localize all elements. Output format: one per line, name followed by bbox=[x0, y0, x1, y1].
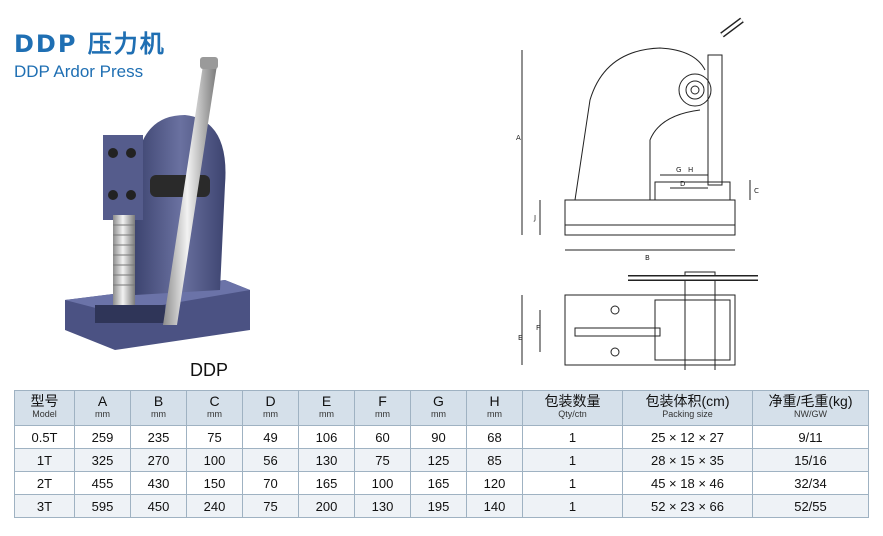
table-cell: 100 bbox=[354, 471, 411, 495]
table-cell: 140 bbox=[466, 494, 523, 518]
table-cell: 90 bbox=[410, 425, 467, 449]
table-cell: 15/16 bbox=[752, 448, 869, 472]
table-cell: 1T bbox=[14, 448, 75, 472]
table-cell: 49 bbox=[242, 425, 299, 449]
table-cell: 25 × 12 × 27 bbox=[622, 425, 753, 449]
table-cell: 195 bbox=[410, 494, 467, 518]
photo-caption: DDP bbox=[190, 360, 229, 380]
table-cell: 60 bbox=[354, 425, 411, 449]
table-cell: 2T bbox=[14, 471, 75, 495]
page-subtitle: DDP Ardor Press bbox=[14, 62, 144, 81]
dim-label-e: E bbox=[518, 334, 522, 342]
table-row: 3T 595 450 240 75 200 130 195 140 1 52 ×… bbox=[14, 494, 869, 518]
technical-drawing: A B C D E F G H J bbox=[516, 17, 759, 370]
dim-label-j: J bbox=[533, 214, 536, 222]
table-cell: 56 bbox=[242, 448, 299, 472]
table-cell: 32/34 bbox=[752, 471, 869, 495]
table-cell: 9/11 bbox=[752, 425, 869, 449]
table-cell: 45 × 18 × 46 bbox=[622, 471, 753, 495]
table-cell: 1 bbox=[522, 425, 623, 449]
column-header: 包装体积(cm)Packing size bbox=[622, 390, 753, 426]
table-cell: 28 × 15 × 35 bbox=[622, 448, 753, 472]
dim-label-h: H bbox=[688, 166, 693, 174]
table-cell: 130 bbox=[298, 448, 355, 472]
page-title: DDP 压力机 bbox=[14, 30, 166, 58]
table-cell: 3T bbox=[14, 494, 75, 518]
table-cell: 270 bbox=[130, 448, 187, 472]
table-cell: 595 bbox=[74, 494, 131, 518]
dim-label-d: D bbox=[680, 180, 685, 188]
table-cell: 240 bbox=[186, 494, 243, 518]
table-cell: 1 bbox=[522, 448, 623, 472]
table-cell: 100 bbox=[186, 448, 243, 472]
table-cell: 200 bbox=[298, 494, 355, 518]
table-cell: 75 bbox=[186, 425, 243, 449]
table-cell: 259 bbox=[74, 425, 131, 449]
table-cell: 1 bbox=[522, 471, 623, 495]
table-cell: 150 bbox=[186, 471, 243, 495]
table-cell: 120 bbox=[466, 471, 523, 495]
table-cell: 1 bbox=[522, 494, 623, 518]
table-cell: 75 bbox=[354, 448, 411, 472]
press-photo bbox=[65, 57, 250, 350]
table-cell: 52/55 bbox=[752, 494, 869, 518]
column-header: 净重/毛重(kg)NW/GW bbox=[752, 390, 869, 426]
dim-label-f: F bbox=[536, 324, 540, 332]
dim-label-g: G bbox=[676, 166, 681, 174]
table-cell: 165 bbox=[410, 471, 467, 495]
table-cell: 450 bbox=[130, 494, 187, 518]
table-cell: 325 bbox=[74, 448, 131, 472]
dim-label-b: B bbox=[645, 254, 650, 262]
table-cell: 70 bbox=[242, 471, 299, 495]
table-cell: 455 bbox=[74, 471, 131, 495]
dim-label-c: C bbox=[754, 187, 759, 195]
table-cell: 0.5T bbox=[14, 425, 75, 449]
table-cell: 75 bbox=[242, 494, 299, 518]
table-cell: 235 bbox=[130, 425, 187, 449]
dim-label-a: A bbox=[516, 134, 521, 142]
table-cell: 125 bbox=[410, 448, 467, 472]
table-cell: 130 bbox=[354, 494, 411, 518]
table-cell: 52 × 23 × 66 bbox=[622, 494, 753, 518]
table-cell: 165 bbox=[298, 471, 355, 495]
table-cell: 85 bbox=[466, 448, 523, 472]
table-row: 2T 455 430 150 70 165 100 165 120 1 45 ×… bbox=[14, 471, 869, 495]
table-row: 1T 325 270 100 56 130 75 125 85 1 28 × 1… bbox=[14, 448, 869, 472]
table-row: 0.5T 259 235 75 49 106 60 90 68 1 25 × 1… bbox=[14, 425, 869, 449]
table-cell: 68 bbox=[466, 425, 523, 449]
table-cell: 430 bbox=[130, 471, 187, 495]
table-cell: 106 bbox=[298, 425, 355, 449]
